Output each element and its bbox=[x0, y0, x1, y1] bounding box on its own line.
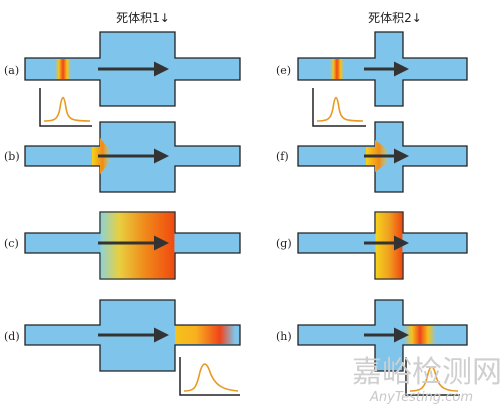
panel-c: (c) bbox=[4, 211, 241, 280]
outlet-peak-plot bbox=[179, 357, 240, 396]
inlet-peak-plot bbox=[39, 88, 92, 127]
broad-peak bbox=[183, 363, 239, 392]
panel-label: (h) bbox=[276, 330, 292, 343]
panel-f: (f) bbox=[276, 121, 468, 193]
inlet-peak-plot bbox=[312, 88, 366, 127]
watermark-english: AnyTesting.com bbox=[369, 390, 473, 405]
panel-e: (e) bbox=[276, 31, 468, 127]
panel-label: (g) bbox=[276, 237, 292, 250]
narrow-peak bbox=[43, 96, 91, 122]
panel-b: (b) bbox=[4, 121, 241, 193]
sample-band bbox=[330, 59, 344, 79]
plot-axes bbox=[312, 88, 366, 127]
panel-label: (a) bbox=[4, 64, 19, 77]
panel-d: (d) bbox=[4, 299, 241, 396]
panel-label: (f) bbox=[276, 150, 289, 163]
dispersed-sample bbox=[100, 212, 175, 279]
plot-axes bbox=[179, 357, 240, 396]
panel-label: (d) bbox=[4, 330, 20, 343]
sample-band bbox=[404, 326, 436, 344]
watermark-chinese: 嘉峪检测网 bbox=[352, 355, 500, 390]
panel-label: (b) bbox=[4, 150, 20, 163]
panel-g: (g) bbox=[276, 211, 468, 280]
watermark: 嘉峪检测网 AnyTesting.com bbox=[352, 355, 500, 405]
narrow-peak bbox=[316, 96, 364, 122]
panel-label: (c) bbox=[4, 237, 19, 250]
outlet-peak-plot bbox=[405, 357, 460, 396]
tailing-band bbox=[175, 326, 235, 344]
panel-a: (a) bbox=[4, 31, 241, 127]
header-dead-volume-1: 死体积1↓ bbox=[116, 11, 170, 25]
panel-label: (e) bbox=[276, 64, 291, 77]
plot-axes bbox=[405, 357, 460, 396]
dispersed-sample bbox=[375, 212, 403, 279]
sample-band bbox=[55, 59, 71, 79]
sharp-peak bbox=[409, 366, 459, 392]
header-dead-volume-2: 死体积2↓ bbox=[368, 11, 422, 25]
plot-axes bbox=[39, 88, 92, 127]
panel-h: (h) bbox=[276, 299, 468, 396]
